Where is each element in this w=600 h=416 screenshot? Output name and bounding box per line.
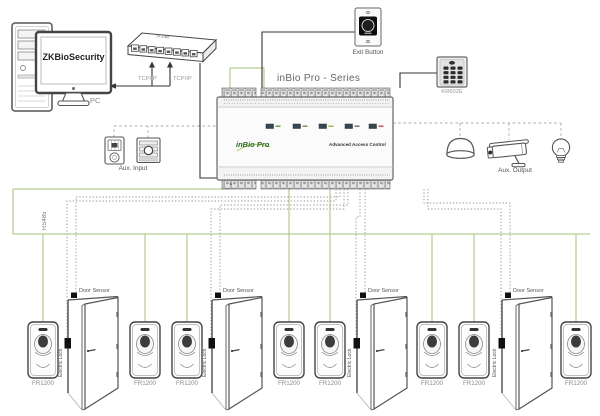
fingerprint-reader-icon bbox=[27, 321, 59, 379]
electric-lock-label: Electric Lock bbox=[347, 348, 353, 377]
fingerprint-reader-icon bbox=[560, 321, 592, 379]
reader-label: FR1200 bbox=[277, 380, 300, 387]
tcpip-label-1: TCP/IP bbox=[138, 76, 157, 82]
rs485-label: RS485 bbox=[42, 211, 48, 230]
light-bulb-icon bbox=[551, 138, 571, 163]
electric-lock-label: Electric Lock bbox=[58, 348, 64, 377]
door-icon bbox=[497, 291, 554, 411]
tcpip-label-2: TCP/IP bbox=[173, 76, 192, 82]
door-sensor-label: Door Sensor bbox=[79, 288, 110, 294]
door-sensor-label: Door Sensor bbox=[368, 288, 399, 294]
keypad-label: KR602E bbox=[441, 88, 463, 95]
door-icon bbox=[207, 291, 264, 411]
diagram-title: inBio Pro - Series bbox=[277, 73, 361, 84]
controller-led-row bbox=[265, 123, 384, 129]
electric-lock-label: Electric Lock bbox=[492, 348, 498, 377]
logo-swoosh bbox=[236, 143, 271, 152]
reader-label: FR1200 bbox=[133, 380, 156, 387]
reader-label: FR1200 bbox=[564, 380, 587, 387]
aux-input-breakglass-icon bbox=[136, 137, 161, 164]
reader-label: FR1200 bbox=[318, 380, 341, 387]
reader-label: FR1200 bbox=[31, 380, 54, 387]
fingerprint-reader-icon bbox=[171, 321, 203, 379]
pc-label: PC bbox=[90, 96, 101, 105]
controller-subtitle: Advanced Access Control bbox=[329, 142, 386, 147]
aux-input-label: Aux. Input bbox=[118, 165, 148, 172]
fingerprint-reader-icon bbox=[314, 321, 346, 379]
controller-icon bbox=[216, 87, 394, 190]
siren-icon bbox=[446, 137, 475, 159]
aux-wiring bbox=[113, 122, 562, 140]
door-icon bbox=[352, 291, 409, 411]
aux-input-sensor-icon bbox=[104, 136, 125, 165]
fingerprint-reader-icon bbox=[458, 321, 490, 379]
fingerprint-reader-icon bbox=[129, 321, 161, 379]
reader-label: FR1200 bbox=[420, 380, 443, 387]
door-wiring bbox=[66, 189, 511, 338]
door-sensor-label: Door Sensor bbox=[513, 288, 544, 294]
aux-output-label: Aux. Output bbox=[498, 166, 532, 174]
reader-label: FR1200 bbox=[175, 380, 198, 387]
reader-label: FR1200 bbox=[462, 380, 485, 387]
cctv-camera-icon bbox=[486, 139, 529, 168]
monitor-icon bbox=[34, 30, 113, 107]
switch-brand-label: TP-LINK bbox=[155, 34, 170, 39]
keypad-icon bbox=[436, 56, 468, 88]
fingerprint-reader-icon bbox=[273, 321, 305, 379]
exit-button-icon bbox=[354, 7, 382, 47]
fingerprint-reader-icon bbox=[416, 321, 448, 379]
network-switch-icon bbox=[126, 32, 218, 63]
controller-logo: inBio Pro bbox=[236, 140, 270, 149]
door-icon bbox=[63, 291, 120, 411]
door-sensor-label: Door Sensor bbox=[223, 288, 254, 294]
electric-lock-label: Electric Lock bbox=[202, 348, 208, 377]
pc-software-label: ZKBioSecurity bbox=[42, 52, 105, 62]
exit-button-label: Exit Button bbox=[352, 49, 384, 56]
